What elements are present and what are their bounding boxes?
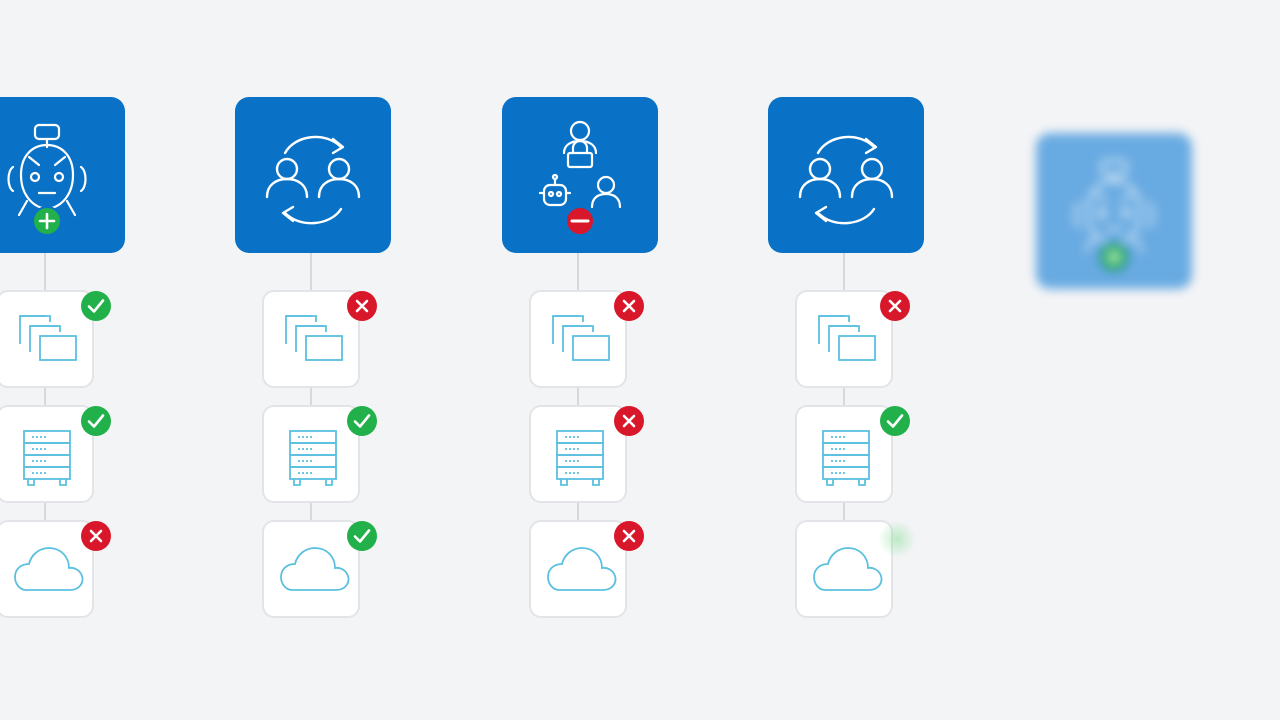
resource-tile[interactable] xyxy=(795,520,893,618)
user-swap-icon xyxy=(265,135,361,225)
resource-tile[interactable] xyxy=(262,290,360,388)
check-icon xyxy=(880,406,910,436)
resource-tile[interactable] xyxy=(262,405,360,503)
windows-icon xyxy=(285,315,343,361)
cloud-icon xyxy=(14,547,84,591)
resource-tile[interactable] xyxy=(529,405,627,503)
check-icon xyxy=(81,291,111,321)
check-icon xyxy=(347,406,377,436)
user-swap-icon xyxy=(798,135,894,225)
plus-badge-icon xyxy=(32,206,62,236)
windows-icon xyxy=(19,315,77,361)
resource-tile[interactable] xyxy=(795,405,893,503)
robot-icon xyxy=(7,123,87,236)
cross-icon xyxy=(614,521,644,551)
windows-icon xyxy=(818,315,876,361)
server-icon xyxy=(822,430,870,486)
server-icon xyxy=(556,430,604,486)
identity-node[interactable] xyxy=(235,97,391,253)
resource-tile[interactable] xyxy=(0,290,94,388)
access-control-icon xyxy=(538,120,622,236)
resource-tile[interactable] xyxy=(529,520,627,618)
minus-badge-icon xyxy=(565,206,595,236)
check-icon xyxy=(347,521,377,551)
resource-tile[interactable] xyxy=(0,405,94,503)
resource-tile[interactable] xyxy=(262,520,360,618)
identity-node[interactable] xyxy=(502,97,658,253)
server-icon xyxy=(289,430,337,486)
windows-icon xyxy=(552,315,610,361)
identity-node[interactable] xyxy=(0,97,125,253)
incoming-identity-node xyxy=(1036,133,1192,289)
server-icon xyxy=(23,430,71,486)
cloud-icon xyxy=(280,547,350,591)
cross-icon xyxy=(614,406,644,436)
robot-icon xyxy=(1074,159,1154,272)
identity-node[interactable] xyxy=(768,97,924,253)
cross-icon xyxy=(614,291,644,321)
plus-badge-icon xyxy=(1099,242,1129,272)
pending-glow xyxy=(878,520,916,558)
check-icon xyxy=(81,406,111,436)
resource-tile[interactable] xyxy=(0,520,94,618)
cloud-icon xyxy=(547,547,617,591)
resource-tile[interactable] xyxy=(795,290,893,388)
resource-tile[interactable] xyxy=(529,290,627,388)
cross-icon xyxy=(347,291,377,321)
cloud-icon xyxy=(813,547,883,591)
cross-icon xyxy=(880,291,910,321)
cross-icon xyxy=(81,521,111,551)
